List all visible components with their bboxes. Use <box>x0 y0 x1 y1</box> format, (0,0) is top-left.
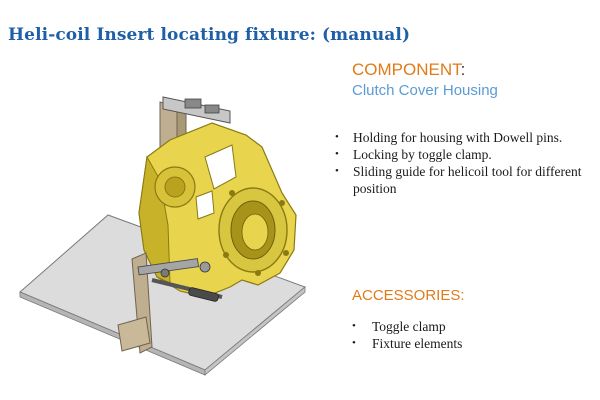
toggle-clamp <box>117 252 223 354</box>
feature-item: Locking by toggle clamp. <box>335 146 585 163</box>
feature-item: Holding for housing with Dowell pins. <box>335 129 585 146</box>
component-value: Clutch Cover Housing <box>352 82 498 99</box>
accessories-label: ACCESSORIES: <box>352 287 465 304</box>
clutch-housing <box>138 122 297 298</box>
accessory-item: Fixture elements <box>352 335 462 352</box>
accessories-list: Toggle clamp Fixture elements <box>352 318 462 352</box>
component-label-line: COMPONENT: <box>352 60 498 80</box>
component-label: COMPONENT <box>352 60 461 79</box>
feature-list: Holding for housing with Dowell pins. Lo… <box>335 129 585 197</box>
slide-title: Heli-coil Insert locating fixture: (manu… <box>8 25 411 45</box>
fixture-illustration <box>19 96 306 376</box>
base-plate <box>19 214 306 376</box>
component-block: COMPONENT: Clutch Cover Housing <box>352 60 498 102</box>
feature-item: Sliding guide for helicoil tool for diff… <box>335 163 585 197</box>
component-colon: : <box>460 60 466 79</box>
accessory-item: Toggle clamp <box>352 318 462 335</box>
